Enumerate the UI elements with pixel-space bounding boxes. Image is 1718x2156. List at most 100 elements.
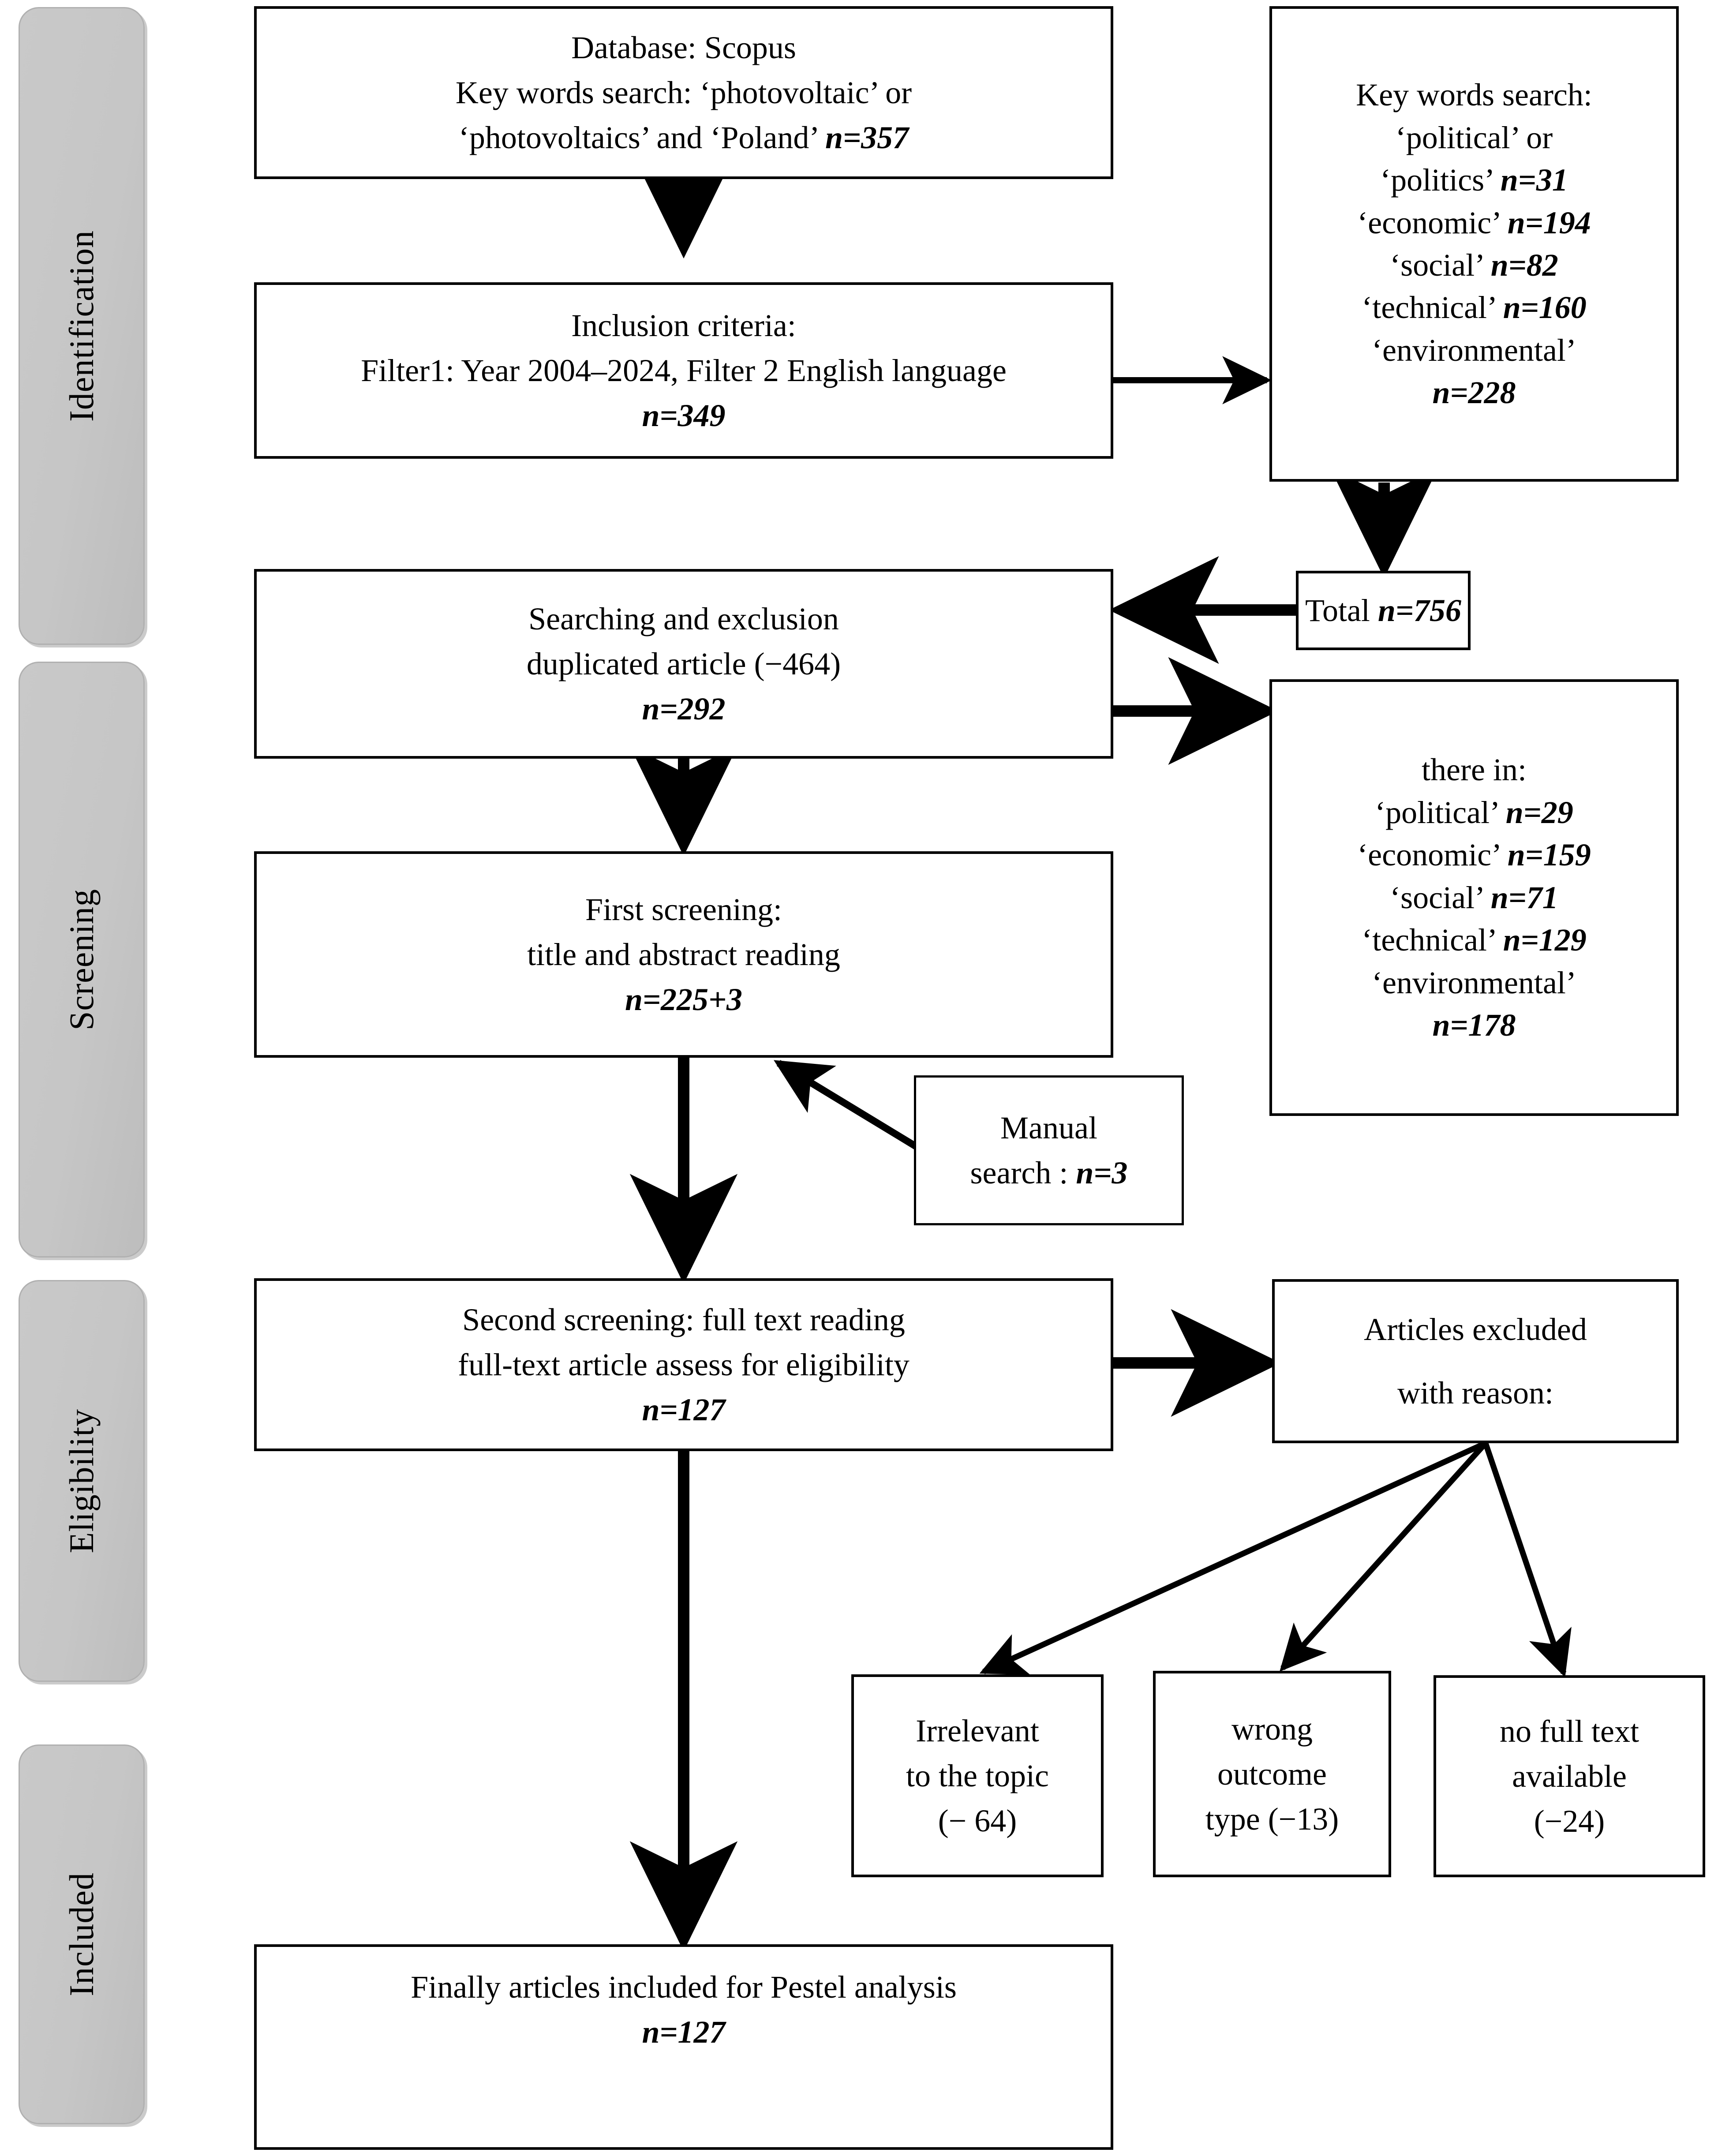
inclusion-count-value: n=349: [642, 398, 726, 434]
therein-technical: ‘technical’ n=129: [1362, 919, 1587, 961]
keywords-technical-text: ‘technical’: [1362, 290, 1503, 326]
searching-line-2: duplicated article (−464): [526, 646, 841, 681]
inclusion-count: n=349: [642, 393, 725, 438]
arrow-excluded-to-no-full-text: [1482, 1442, 1572, 1677]
keywords-technical-count: n=160: [1503, 290, 1587, 326]
final-count: n=127: [642, 2010, 725, 2055]
therein-environmental-count: n=178: [1432, 1004, 1516, 1046]
no-full-text-count: (−24): [1534, 1804, 1605, 1839]
keywords-politics: ‘politics’ n=31: [1380, 159, 1568, 201]
database-count: n=357: [825, 120, 909, 156]
database-line-2: Key words search: ‘photovoltaic’ or: [455, 75, 912, 110]
arrow-excluded-to-irrelevant: [979, 1441, 1487, 1675]
box-no-full-text: no full text available (−24): [1434, 1675, 1705, 1877]
arrow-manual-search-to-first-screening: [774, 1060, 919, 1150]
first-screening-count-value: n=225+3: [625, 982, 743, 1018]
second-screening-line-2: full-text article assess for eligibility: [458, 1347, 910, 1382]
therein-social-text: ‘social’: [1390, 880, 1491, 915]
inclusion-line-2: Filter1: Year 2004–2024, Filter 2 Englis…: [361, 352, 1007, 388]
box-articles-excluded: Articles excluded with reason:: [1272, 1279, 1679, 1443]
therein-political: ‘political’ n=29: [1375, 791, 1573, 834]
phase-screening: Screening: [19, 662, 145, 1258]
searching-count: n=292: [642, 686, 725, 731]
keywords-politics-count: n=31: [1500, 162, 1568, 198]
phase-identification: Identification: [19, 7, 145, 645]
therein-environmental-count-value: n=178: [1432, 1007, 1516, 1043]
manual-search-label: search :: [970, 1155, 1076, 1190]
therein-line-1: there in:: [1422, 752, 1527, 788]
irrelevant-line-1: Irrelevant: [916, 1713, 1039, 1748]
therein-social: ‘social’ n=71: [1390, 876, 1558, 919]
searching-count-value: n=292: [642, 691, 726, 727]
therein-environmental-text: ‘environmental’: [1372, 965, 1576, 1000]
no-full-text-line-2: available: [1512, 1758, 1627, 1794]
database-line-3: ‘photovoltaics’ and ‘Poland’ n=357: [459, 115, 909, 160]
therein-technical-text: ‘technical’: [1362, 922, 1503, 958]
box-wrong-outcome-type: wrong outcome type (−13): [1153, 1671, 1391, 1877]
box-irrelevant-to-topic: Irrelevant to the topic (− 64): [851, 1674, 1104, 1877]
box-inclusion-criteria: Inclusion criteria: Filter1: Year 2004–2…: [254, 282, 1113, 459]
final-line-1: Finally articles included for Pestel ana…: [411, 1969, 957, 2005]
database-line-3-text: ‘photovoltaics’ and ‘Poland’: [458, 120, 826, 156]
first-screening-count: n=225+3: [625, 977, 742, 1022]
phase-screening-label: Screening: [62, 889, 101, 1030]
wrong-outcome-count: type (−13): [1205, 1801, 1339, 1837]
box-manual-search: Manual search : n=3: [914, 1075, 1184, 1225]
searching-line-1: Searching and exclusion: [528, 601, 839, 636]
therein-economic-text: ‘economic’: [1357, 837, 1508, 873]
keywords-environmental-count: n=228: [1432, 371, 1516, 414]
keywords-line-2: ‘political’ or: [1395, 120, 1553, 155]
second-screening-count: n=127: [642, 1387, 725, 1432]
wrong-outcome-line-2: outcome: [1217, 1756, 1327, 1792]
box-there-in: there in: ‘political’ n=29 ‘economic’ n=…: [1269, 679, 1679, 1116]
keywords-social-text: ‘social’: [1390, 247, 1491, 283]
database-line-1: Database: Scopus: [571, 30, 796, 65]
therein-social-count: n=71: [1490, 880, 1558, 915]
first-screening-line-1: First screening:: [585, 891, 782, 927]
irrelevant-count: (− 64): [938, 1803, 1017, 1839]
manual-search-line-2: search : n=3: [970, 1150, 1128, 1195]
box-first-screening: First screening: title and abstract read…: [254, 851, 1113, 1058]
therein-political-count: n=29: [1505, 794, 1573, 830]
phase-eligibility: Eligibility: [19, 1280, 145, 1682]
inclusion-line-1: Inclusion criteria:: [571, 307, 796, 343]
total-label: Total: [1305, 592, 1378, 628]
phase-identification-label: Identification: [62, 230, 101, 422]
irrelevant-line-2: to the topic: [906, 1758, 1049, 1793]
keywords-economic-text: ‘economic’: [1357, 205, 1508, 240]
box-final-included: Finally articles included for Pestel ana…: [254, 1944, 1113, 2150]
first-screening-line-2: title and abstract reading: [527, 936, 840, 972]
second-screening-line-1: Second screening: full text reading: [462, 1302, 905, 1337]
total-line: Total n=756: [1305, 588, 1461, 633]
keywords-environmental-text: ‘environmental’: [1372, 332, 1576, 368]
box-keywords-search: Key words search: ‘political’ or ‘politi…: [1269, 6, 1679, 482]
articles-excluded-line-1: Articles excluded: [1364, 1312, 1587, 1347]
box-database-scopus: Database: Scopus Key words search: ‘phot…: [254, 6, 1113, 179]
keywords-social-count: n=82: [1490, 247, 1558, 283]
articles-excluded-line-2: with reason:: [1397, 1375, 1553, 1411]
final-count-value: n=127: [642, 2014, 726, 2050]
keywords-economic-count: n=194: [1507, 205, 1591, 240]
wrong-outcome-line-1: wrong: [1231, 1711, 1313, 1747]
phase-included: Included: [19, 1744, 145, 2124]
therein-political-text: ‘political’: [1375, 794, 1506, 830]
box-second-screening: Second screening: full text reading full…: [254, 1278, 1113, 1451]
arrow-excluded-to-wrong-outcome: [1280, 1441, 1488, 1672]
box-searching-exclusion: Searching and exclusion duplicated artic…: [254, 569, 1113, 759]
keywords-politics-text: ‘politics’: [1380, 162, 1501, 198]
keywords-environmental-count-value: n=228: [1432, 375, 1516, 411]
phase-eligibility-label: Eligibility: [62, 1408, 101, 1553]
keywords-line-1: Key words search:: [1356, 77, 1592, 113]
therein-economic-count: n=159: [1507, 837, 1591, 873]
keywords-technical: ‘technical’ n=160: [1362, 286, 1587, 329]
manual-search-line-1: Manual: [1000, 1110, 1097, 1145]
therein-economic: ‘economic’ n=159: [1357, 834, 1591, 876]
manual-search-count: n=3: [1076, 1155, 1128, 1190]
second-screening-count-value: n=127: [642, 1392, 726, 1428]
therein-technical-count: n=129: [1503, 922, 1587, 958]
keywords-social: ‘social’ n=82: [1390, 244, 1558, 286]
no-full-text-line-1: no full text: [1500, 1713, 1639, 1749]
phase-included-label: Included: [62, 1872, 101, 1996]
total-count: n=756: [1377, 592, 1461, 628]
